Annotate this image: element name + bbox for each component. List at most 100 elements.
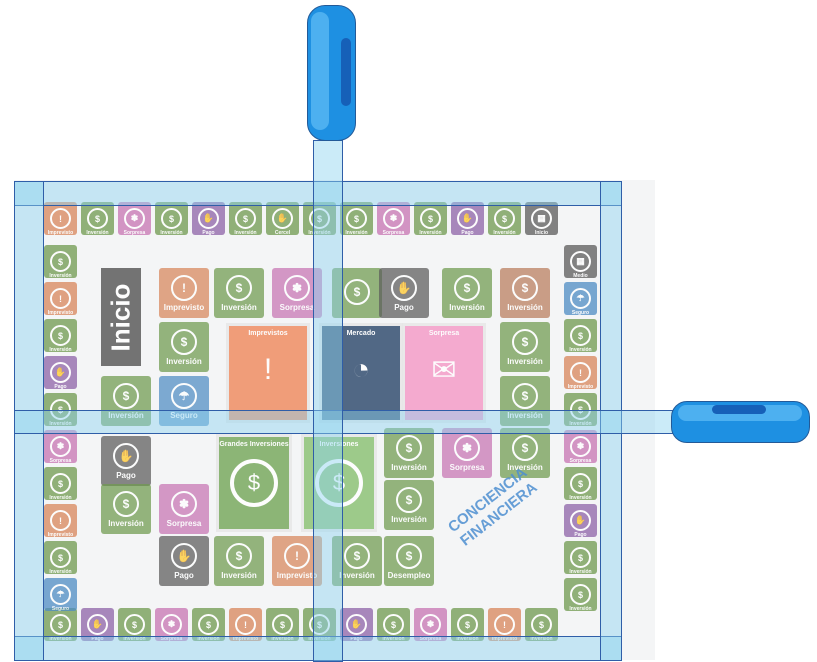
space-label: Inversión (507, 357, 543, 366)
board-space-t23[interactable]: $Desempleo (384, 536, 434, 586)
space-icon: $ (113, 383, 139, 409)
card-deck-title: Sorpresa (429, 330, 459, 337)
edge-right-tile-icon: ✽ (570, 436, 591, 457)
edge-top-tile-label: Inversión (414, 230, 447, 236)
edge-bottom-tile-icon: $ (531, 614, 552, 635)
edge-right-tile-label: Medio (564, 273, 597, 279)
space-icon: ! (171, 275, 197, 301)
board-space-t14[interactable]: $Inversión (384, 428, 434, 478)
edge-left-tile-label: Seguro (44, 606, 77, 612)
space-icon: $ (454, 275, 480, 301)
card-deck-title: Grandes Inversiones (219, 441, 288, 449)
space-label: Inversión (221, 303, 257, 312)
edge-top-tile-icon: ! (50, 208, 71, 229)
card-deck-sorpresa[interactable]: Sorpresa✉ (402, 323, 486, 423)
edge-right-tile: $Inversión (564, 578, 597, 611)
card-deck-grandes-inversiones[interactable]: Grandes Inversiones$ (216, 434, 292, 532)
start-banner: Inicio (101, 268, 141, 366)
board-space-t7[interactable]: $Inversión (500, 268, 550, 318)
edge-right-tile-label: Imprevisto (564, 384, 597, 390)
space-label: Imprevisto (164, 303, 204, 312)
edge-left-tile-icon: $ (50, 251, 71, 272)
edge-top-tile: ✋Pago (451, 202, 484, 235)
edge-right-tile-label: Seguro (564, 310, 597, 316)
edge-top-tile-label: Inversión (340, 230, 373, 236)
edge-top-tile: $Inversión (488, 202, 521, 235)
space-icon: ✋ (171, 543, 197, 569)
edge-bottom-tile-icon: $ (198, 614, 219, 635)
edge-top-tile: ▦Inicio (525, 202, 558, 235)
edge-top-tile-label: Cercel (266, 230, 299, 236)
edge-left-tile-label: Sorpresa (44, 458, 77, 464)
board-space-t6[interactable]: $Inversión (442, 268, 492, 318)
space-label: Inversión (391, 515, 427, 524)
space-label: Pago (394, 303, 414, 312)
edge-right-tile-icon: $ (570, 325, 591, 346)
space-label: Imprevisto (277, 571, 317, 580)
space-label: Inversión (339, 571, 375, 580)
edge-top-tile-label: Sorpresa (377, 230, 410, 236)
edge-bottom-tile-icon: $ (457, 614, 478, 635)
edge-right-tile-label: Sorpresa (564, 458, 597, 464)
board-space-t9[interactable]: $Inversión (500, 322, 550, 372)
edge-right-tile: $Inversión (564, 541, 597, 574)
edge-right-tile-icon: ! (570, 362, 591, 383)
edge-left-tile: ✋Pago (44, 356, 77, 389)
overlay-vertical-band[interactable] (313, 140, 343, 662)
edge-top-tile: $Inversión (81, 202, 114, 235)
edge-top-tile-icon: ✋ (198, 208, 219, 229)
space-icon: ✽ (284, 275, 310, 301)
board-space-t20[interactable]: $Inversión (214, 536, 264, 586)
space-label: Inversión (166, 357, 202, 366)
edge-right-tile-icon: $ (570, 473, 591, 494)
board-space-t18[interactable]: $Inversión (101, 484, 151, 534)
space-icon: ✽ (171, 491, 197, 517)
board-space-t19[interactable]: ✋Pago (159, 536, 209, 586)
edge-left-tile-icon: ! (50, 510, 71, 531)
edge-top-tile-icon: ✽ (124, 208, 145, 229)
space-label: Sorpresa (167, 519, 202, 528)
edge-top-tile-label: Pago (451, 230, 484, 236)
edge-top-tile-label: Inversión (229, 230, 262, 236)
edge-left-tile-label: Imprevisto (44, 310, 77, 316)
card-deck-imprevistos[interactable]: Imprevistos! (226, 323, 310, 423)
edge-top-tile: $Inversión (229, 202, 262, 235)
card-deck-title: Imprevistos (248, 330, 287, 337)
edge-left-tile: $Inversión (44, 245, 77, 278)
board-space-t8[interactable]: $Inversión (159, 322, 209, 372)
edge-right-tile-label: Inversión (564, 569, 597, 575)
vertical-handle-knob[interactable] (307, 5, 356, 141)
space-icon: $ (113, 491, 139, 517)
edge-bottom-tile-icon: ✽ (420, 614, 441, 635)
edge-top-tile-icon: ✋ (272, 208, 293, 229)
board-space-t1[interactable]: ! Imprevisto (159, 268, 209, 318)
horizontal-handle-groove (712, 405, 766, 414)
edge-bottom-tile-icon: $ (124, 614, 145, 635)
board-space-t24[interactable]: $Inversión (384, 480, 434, 530)
edge-right-tile-icon: $ (570, 584, 591, 605)
edge-right-tile-icon: $ (570, 547, 591, 568)
board-space-t2[interactable]: $Inversión (214, 268, 264, 318)
edge-right-tile: ☂Seguro (564, 282, 597, 315)
space-icon: ✋ (391, 275, 417, 301)
space-icon: $ (396, 435, 422, 461)
space-icon: $ (512, 383, 538, 409)
edge-top-tile-icon: $ (420, 208, 441, 229)
space-icon: ! (284, 543, 310, 569)
overlay-horizontal-band[interactable] (14, 410, 696, 434)
edge-bottom-tile-icon: ✽ (161, 614, 182, 635)
horizontal-handle-knob[interactable] (671, 401, 810, 443)
board-space-t15[interactable]: ✽Sorpresa (442, 428, 492, 478)
edge-left-tile-label: Pago (44, 384, 77, 390)
board-space-t5[interactable]: ✋ Pago (379, 268, 429, 318)
edge-left-tile-label: Inversión (44, 347, 77, 353)
edge-left-tile-icon: ! (50, 288, 71, 309)
edge-bottom-tile-icon: ✋ (87, 614, 108, 635)
board-space-t13[interactable]: ✋Pago (101, 436, 151, 486)
edge-right-tile: !Imprevisto (564, 356, 597, 389)
card-deck-icon: ! (249, 351, 287, 389)
edge-top-tile-icon: $ (87, 208, 108, 229)
board-space-t17[interactable]: ✽ Sorpresa (159, 484, 209, 534)
edge-top-tile-label: Imprevisto (44, 230, 77, 236)
edge-top-tile-icon: ▦ (531, 208, 552, 229)
